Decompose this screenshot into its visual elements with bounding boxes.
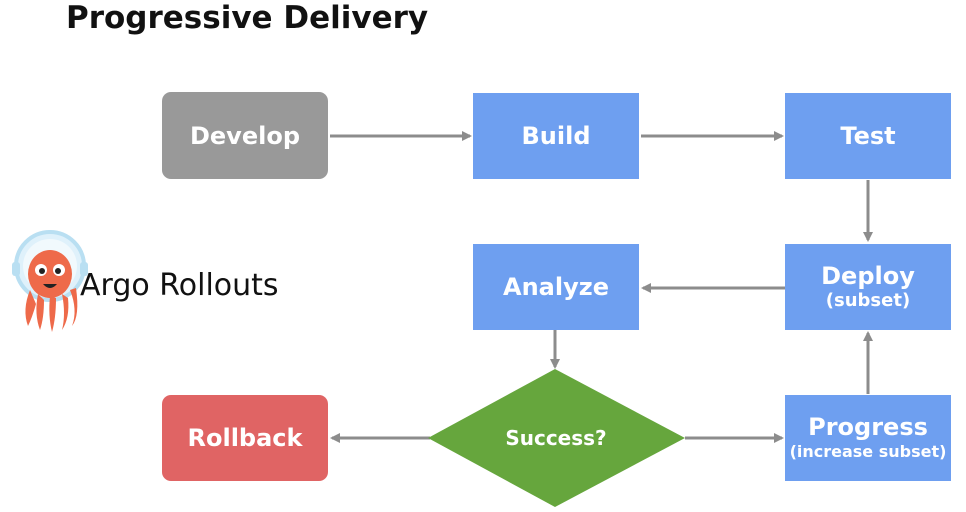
- progress-sublabel: (increase subset): [789, 442, 947, 461]
- progress-box: Progress (increase subset): [785, 395, 951, 481]
- analyze-box: Analyze: [473, 244, 639, 330]
- build-box: Build: [473, 93, 639, 179]
- argo-octopus-logo-icon: [12, 230, 88, 332]
- success-decision-diamond: [428, 369, 685, 507]
- deploy-label: Deploy: [821, 262, 915, 290]
- success-label: Success?: [505, 426, 606, 450]
- deploy-sublabel: (subset): [825, 290, 911, 311]
- page-title: Progressive Delivery: [66, 0, 429, 36]
- rollback-box: Rollback: [162, 395, 328, 481]
- progress-label: Progress: [808, 413, 928, 441]
- develop-box: Develop: [162, 92, 328, 179]
- brand-name: Argo Rollouts: [80, 268, 279, 303]
- rollback-label: Rollback: [187, 424, 303, 452]
- build-label: Build: [521, 122, 591, 150]
- deploy-box: Deploy (subset): [785, 244, 951, 330]
- test-box: Test: [785, 93, 951, 179]
- analyze-label: Analyze: [503, 273, 609, 301]
- test-label: Test: [840, 122, 896, 150]
- develop-label: Develop: [189, 121, 300, 150]
